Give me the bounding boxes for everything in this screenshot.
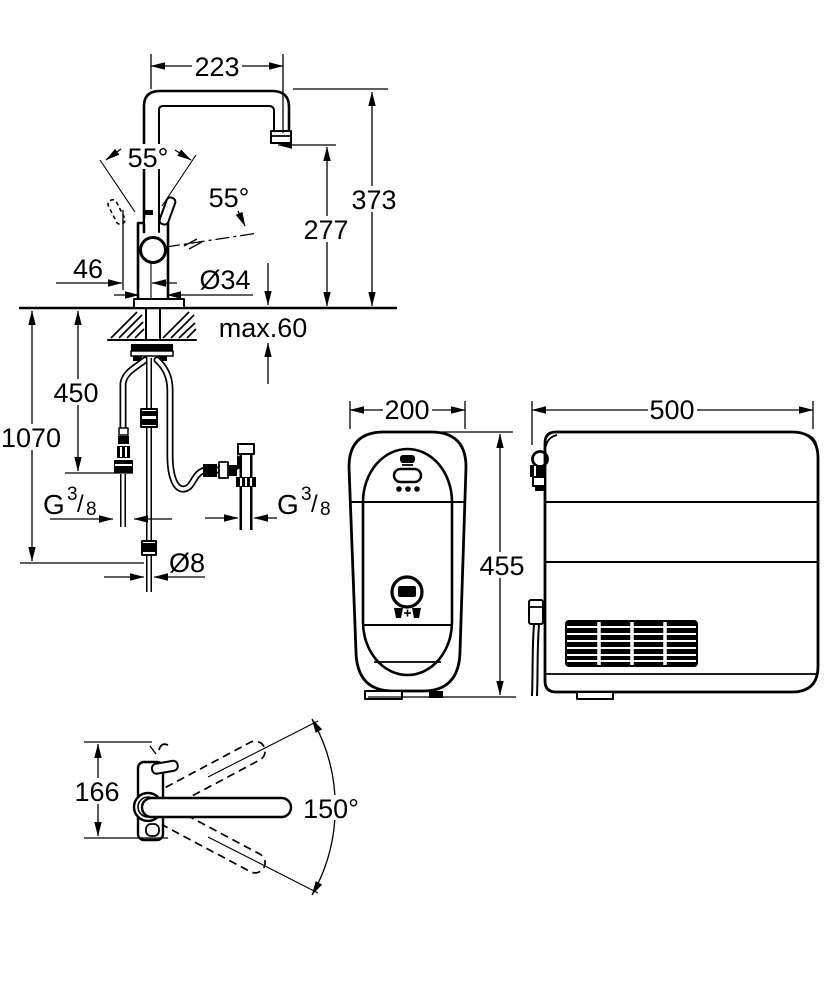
bracket-block bbox=[530, 465, 546, 477]
faucet-base-plate bbox=[133, 298, 185, 309]
break-mark-2 bbox=[188, 241, 203, 250]
dim-handle-clearance-label: 46 bbox=[73, 254, 103, 284]
thread-prefix: G bbox=[277, 489, 299, 520]
front-inner-panel bbox=[361, 447, 454, 677]
label-gap bbox=[479, 552, 525, 578]
indicator-led bbox=[405, 486, 411, 492]
cable-wire bbox=[531, 623, 535, 697]
handle-swing-line-left bbox=[99, 159, 136, 213]
angle-leader-arrow bbox=[235, 210, 246, 227]
dim-hose-end-diameter-label: Ø8 bbox=[169, 548, 205, 578]
filter-hose-fitting bbox=[114, 427, 133, 473]
lever-curve-mark bbox=[158, 743, 169, 751]
dim-hose-total-label: 1070 bbox=[1, 423, 61, 453]
front-foot-right bbox=[429, 691, 443, 698]
dim-height-outlet-label: 277 bbox=[303, 215, 348, 245]
break-mark-1 bbox=[183, 238, 198, 247]
brand-logo bbox=[390, 575, 424, 618]
dim-body-diameter-label: Ø34 bbox=[199, 265, 250, 295]
thread-denominator: 8 bbox=[86, 499, 97, 520]
front-foot-left bbox=[364, 690, 403, 700]
dim-spout-width-label: 223 bbox=[194, 52, 239, 82]
label-gap bbox=[124, 144, 174, 169]
dim-cooler-width-label: 200 bbox=[384, 395, 429, 425]
power-cable bbox=[528, 599, 544, 697]
handle-tilt-axis bbox=[165, 232, 259, 248]
body-notch bbox=[145, 823, 160, 837]
cooler-side-view: 500 bbox=[528, 395, 820, 700]
control-panel bbox=[392, 455, 423, 492]
cable-connector bbox=[528, 599, 544, 625]
thread-slash: / bbox=[311, 491, 318, 518]
spout-inner-outline bbox=[158, 105, 275, 225]
thread-denominator: 8 bbox=[320, 499, 331, 520]
inline-connector-lower bbox=[141, 540, 157, 556]
spout-outer-outline bbox=[142, 89, 291, 226]
logo-wordmark bbox=[398, 586, 416, 597]
dim-hose-drop-label: 450 bbox=[53, 378, 98, 408]
dim-cooler-depth-label: 500 bbox=[649, 395, 694, 425]
blue-handle-knob bbox=[139, 236, 167, 264]
label-gap bbox=[303, 216, 349, 242]
dim-height-total-label: 373 bbox=[351, 185, 396, 215]
faucet-side-view: 55° 55° 223 373 277 46 Ø34 bbox=[1, 52, 398, 592]
label-gap bbox=[192, 53, 242, 79]
dim-max-counter-label: max.60 bbox=[219, 313, 308, 343]
label-gap bbox=[53, 379, 99, 405]
label-gap bbox=[648, 396, 697, 422]
label-gap bbox=[383, 396, 432, 422]
thread-slash: / bbox=[77, 491, 84, 518]
label-gap bbox=[301, 795, 362, 820]
handle-lever-solid bbox=[158, 196, 177, 226]
label-gap bbox=[1, 424, 61, 450]
lid-seam-right bbox=[803, 433, 818, 448]
right-thread-label: G 3 / 8 bbox=[277, 484, 331, 520]
cooler-front-view: 200 455 bbox=[347, 395, 525, 700]
glass-icon bbox=[394, 608, 403, 618]
dim-cooler-height-label: 455 bbox=[479, 551, 524, 581]
control-button bbox=[392, 467, 423, 484]
dim-body-depth-label: 166 bbox=[74, 777, 119, 807]
handle-joint-mark bbox=[145, 210, 153, 215]
swivel-leg-upper bbox=[207, 720, 319, 778]
left-thread-label: G 3 / 8 bbox=[43, 484, 97, 520]
counter-hatching bbox=[110, 311, 197, 339]
angle-arc-left-arrow bbox=[105, 148, 122, 161]
lid-seam-left bbox=[545, 434, 558, 447]
handle-lever-top-view bbox=[150, 759, 179, 775]
glass-icon bbox=[412, 608, 421, 618]
angle-stop-valve bbox=[203, 443, 256, 530]
swivel-leg-lower bbox=[207, 836, 319, 894]
label-gap bbox=[350, 186, 398, 212]
indicator-led bbox=[396, 486, 402, 492]
bracket-foot bbox=[535, 486, 544, 491]
thread-numerator: 3 bbox=[301, 484, 312, 505]
hose-assembly bbox=[114, 356, 226, 592]
cooler-front-body bbox=[347, 430, 468, 693]
angle-arc-right-arrow bbox=[174, 149, 192, 161]
lever-dash-mark bbox=[149, 745, 157, 755]
dim-handle-angle-front-label: 55° bbox=[209, 183, 250, 213]
indicator-led bbox=[414, 486, 420, 492]
inline-connector-upper bbox=[140, 408, 158, 428]
thread-prefix: G bbox=[43, 489, 65, 520]
label-gap bbox=[74, 778, 121, 804]
cable-wire bbox=[536, 623, 540, 697]
spout-top-view bbox=[140, 796, 293, 819]
thread-numerator: 3 bbox=[67, 484, 78, 505]
dim-swivel-angle-label: 150° bbox=[303, 794, 359, 824]
side-foot bbox=[576, 691, 614, 700]
spout-aerator bbox=[270, 130, 292, 144]
bracket-base bbox=[532, 476, 546, 487]
sensor-icon bbox=[400, 455, 415, 463]
faucet-top-view: 150° 166 bbox=[74, 718, 362, 896]
hose-bracket bbox=[530, 450, 549, 491]
vent-grille bbox=[565, 620, 698, 667]
logo-ring-icon bbox=[390, 575, 424, 609]
mounting-flange bbox=[130, 344, 174, 361]
pipe-body-junction bbox=[145, 219, 158, 227]
dim-handle-angle-side-label: 55° bbox=[128, 143, 169, 173]
